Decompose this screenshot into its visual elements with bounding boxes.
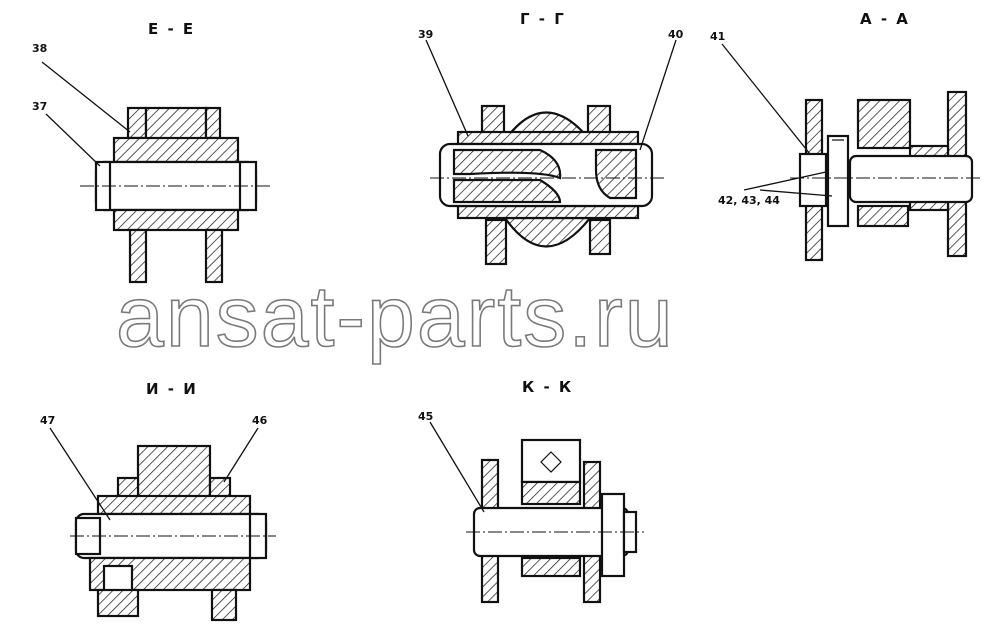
- ee-leader-38: [41, 61, 131, 133]
- kk-block-top: [520, 438, 582, 484]
- ee-bracket-lower: [112, 208, 240, 232]
- section-ee-title: Е - Е: [148, 20, 195, 38]
- ii-nut: [102, 564, 134, 594]
- ee-bracket-upper: [112, 136, 240, 164]
- kk-block-mid: [520, 480, 582, 506]
- ee-leader-37: [45, 113, 101, 167]
- section-gg-title: Г - Г: [520, 10, 566, 28]
- callout-39: 39: [418, 28, 433, 41]
- ii-leader-46: [223, 427, 259, 483]
- kk-leader-45: [429, 421, 485, 513]
- callout-41: 41: [710, 30, 725, 43]
- aa-leader-41: [721, 43, 811, 155]
- ii-leader-47: [49, 427, 111, 521]
- gg-leader-40: [639, 39, 677, 151]
- callout-46: 46: [252, 414, 268, 427]
- section-aa-title: А - А: [860, 10, 910, 28]
- aa-block-top: [856, 98, 912, 150]
- ii-foot-right: [210, 588, 238, 622]
- gg-plate-bottom: [456, 204, 640, 220]
- gg-spring-lower: [452, 178, 562, 204]
- section-gg: Г - Г 39 40: [418, 10, 684, 266]
- ii-bracket-upper: [96, 494, 252, 516]
- gg-spring-upper: [452, 148, 562, 180]
- aa-pin: [848, 154, 974, 204]
- callout-37: 37: [32, 100, 47, 113]
- gg-lug-br: [588, 218, 612, 256]
- gg-plate-top: [456, 130, 640, 146]
- section-ee: Е - Е 38 37: [32, 20, 270, 284]
- kk-bolt: [600, 492, 626, 578]
- ii-foot-left: [96, 588, 140, 618]
- section-aa: А - А 41 42, 43, 44: [710, 10, 980, 262]
- kk-block-bottom: [520, 556, 582, 578]
- gg-lug-bl: [484, 218, 508, 266]
- aa-block-bottom: [856, 204, 910, 228]
- aa-leader-42: [743, 171, 827, 191]
- section-kk: К - К 45: [418, 378, 644, 604]
- callout-38: 38: [32, 42, 47, 55]
- gg-cap-right: [594, 148, 638, 200]
- section-ii-title: И - И: [146, 380, 198, 398]
- callout-45: 45: [418, 410, 433, 423]
- callout-42-43-44: 42, 43, 44: [718, 194, 780, 207]
- watermark: ansat-parts.ru: [116, 269, 675, 365]
- aa-bolt: [826, 134, 850, 228]
- aa-leader-43: [759, 189, 833, 197]
- aa-washer: [798, 152, 828, 208]
- section-ii: И - И 47 46: [40, 380, 276, 622]
- ee-leg-right: [204, 228, 224, 284]
- gg-lobe-bottom: [502, 216, 593, 248]
- ee-lug-right-top: [204, 106, 222, 140]
- section-kk-title: К - К: [522, 378, 573, 396]
- ee-lug-left-top: [126, 106, 148, 140]
- callout-40: 40: [668, 28, 684, 41]
- gg-leader-39: [425, 39, 469, 137]
- callout-47: 47: [40, 414, 55, 427]
- ee-leg-left: [128, 228, 148, 284]
- kk-hex-nut: [540, 451, 562, 473]
